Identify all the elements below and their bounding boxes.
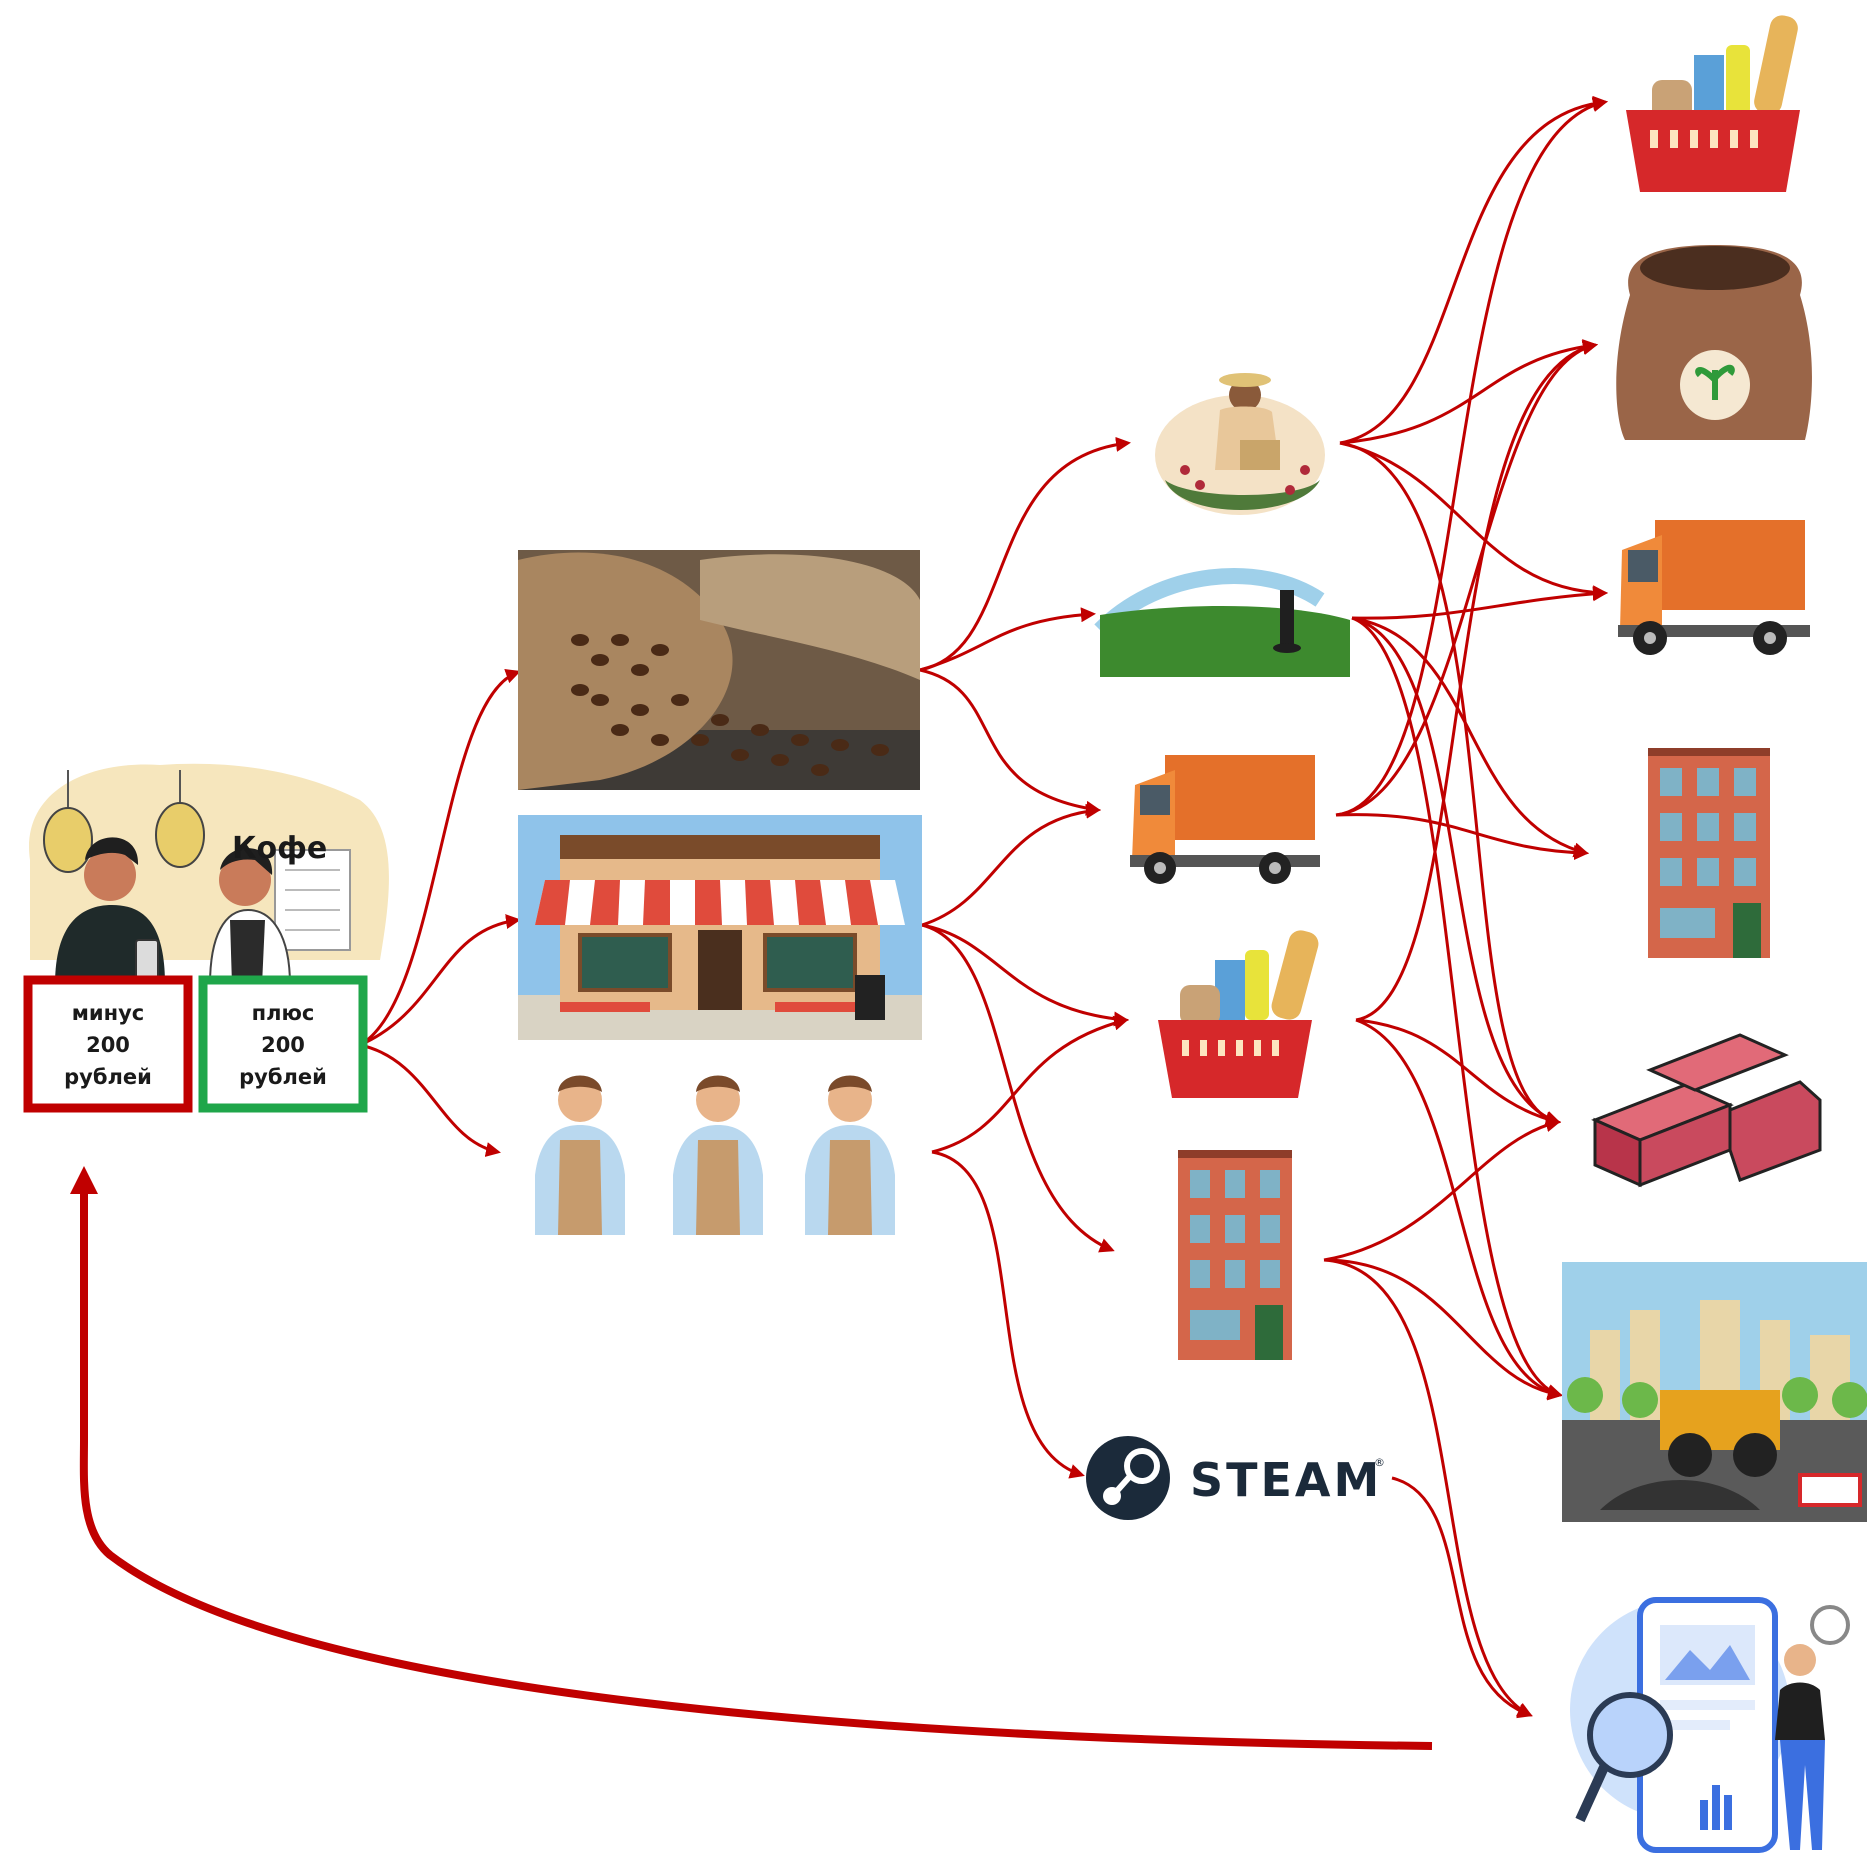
arrow bbox=[1335, 340, 1598, 817]
irrigation-image bbox=[1094, 565, 1350, 677]
arrow bbox=[921, 923, 1115, 1253]
arrow bbox=[919, 436, 1131, 672]
plus-line-3: рублей bbox=[239, 1065, 327, 1089]
minus-box: минус 200 рублей bbox=[23, 975, 193, 1113]
minus-line-3: рублей bbox=[64, 1065, 152, 1089]
baristas-image bbox=[535, 1075, 895, 1235]
building-image bbox=[1178, 1150, 1292, 1360]
minus-line-2: 200 bbox=[86, 1033, 130, 1057]
arrow bbox=[1323, 1117, 1561, 1262]
arrow bbox=[921, 803, 1101, 927]
farmer-image bbox=[1155, 373, 1325, 515]
cafe-storefront-image bbox=[518, 815, 922, 1040]
fertilizer-bag-image bbox=[1616, 245, 1812, 440]
steam-label: STEAM bbox=[1190, 1453, 1382, 1507]
arrow bbox=[1323, 1258, 1533, 1717]
cafe-scene-illustration: Кофе bbox=[29, 763, 389, 986]
arrow bbox=[1335, 97, 1608, 817]
arrow bbox=[1339, 441, 1561, 1128]
road-construction-image bbox=[1562, 1262, 1867, 1522]
app-developer-image bbox=[1570, 1597, 1850, 1853]
arrow bbox=[1351, 616, 1563, 1399]
arrow bbox=[1339, 339, 1598, 445]
arrow bbox=[1355, 340, 1598, 1022]
truck-image bbox=[1618, 520, 1810, 655]
cafe-sign-label: Кофе bbox=[232, 831, 327, 866]
arrow bbox=[1391, 1476, 1533, 1719]
minus-line-1: минус bbox=[72, 1001, 145, 1025]
bricks-image bbox=[1591, 1033, 1822, 1188]
plus-box: плюс 200 рублей bbox=[198, 975, 368, 1113]
grocery-basket-image bbox=[1158, 930, 1319, 1098]
arrow bbox=[1339, 441, 1608, 601]
building-image bbox=[1648, 748, 1770, 958]
plus-line-2: 200 bbox=[261, 1033, 305, 1057]
plus-line-1: плюс bbox=[252, 1001, 315, 1025]
arrow bbox=[919, 607, 1096, 672]
coffee-beans-image bbox=[518, 550, 920, 790]
arrow bbox=[359, 1043, 501, 1157]
arrow bbox=[931, 1015, 1129, 1154]
arrow bbox=[359, 669, 521, 1047]
arrow bbox=[931, 1150, 1085, 1479]
arrow bbox=[1351, 616, 1561, 1126]
truck-image bbox=[1130, 755, 1320, 884]
arrow bbox=[359, 914, 521, 1047]
arrow bbox=[1323, 1258, 1563, 1401]
arrow bbox=[1339, 95, 1608, 445]
arrow bbox=[1335, 813, 1589, 861]
flow-arrows bbox=[70, 95, 1608, 1750]
steam-logo: STEAM ® bbox=[1086, 1436, 1385, 1520]
arrow bbox=[1355, 1018, 1563, 1400]
arrow bbox=[1355, 1018, 1561, 1127]
steam-registered-mark: ® bbox=[1374, 1456, 1385, 1469]
arrow bbox=[1351, 586, 1608, 620]
arrow bbox=[921, 923, 1129, 1027]
arrow bbox=[1351, 616, 1589, 858]
grocery-basket-image bbox=[1626, 15, 1800, 192]
return-arrow bbox=[70, 1166, 1433, 1750]
arrow bbox=[919, 668, 1101, 816]
